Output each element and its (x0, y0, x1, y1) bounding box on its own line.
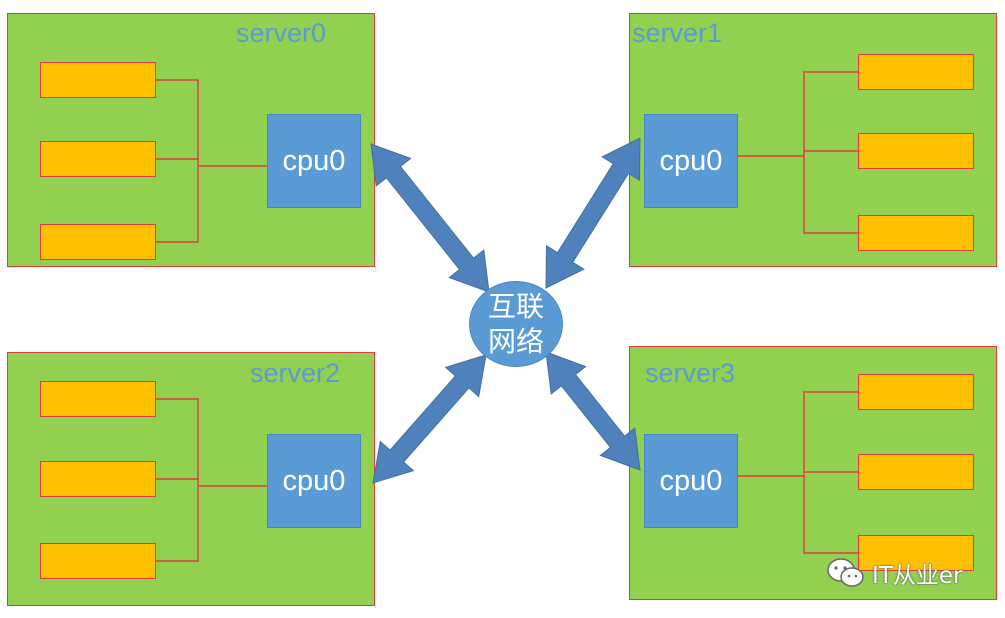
server-label-2: server2 (250, 358, 341, 388)
hub-label-line1: 互联 (487, 290, 544, 323)
slot-server2-2 (40, 461, 156, 497)
slot-server3-1 (858, 374, 974, 410)
slot-server1-1 (858, 54, 974, 90)
watermark: IT从业er (826, 556, 962, 590)
slot-server3-2 (858, 454, 974, 490)
wechat-icon (827, 558, 864, 587)
server-label-0: server0 (236, 18, 327, 48)
slot-server1-2 (858, 133, 974, 169)
wire-server3 (737, 391, 858, 554)
wire-server1 (737, 71, 858, 234)
arrow-server0 (370, 143, 490, 293)
cpu-server3: cpu0 (644, 434, 738, 528)
interconnect-network-node: 互联 网络 (469, 281, 563, 367)
hub-label-line2: 网络 (487, 325, 544, 358)
slot-server3-3 (858, 535, 974, 571)
slot-server2-1 (40, 381, 156, 417)
arrow-server2 (372, 354, 487, 484)
slot-server0-1 (40, 62, 156, 98)
cpu-server0: cpu0 (267, 114, 361, 208)
wire-server2 (156, 398, 267, 562)
server-label-1: server1 (632, 18, 723, 48)
cpu-server1: cpu0 (644, 114, 738, 208)
wire-server0 (156, 79, 267, 243)
watermark-text: IT从业er (872, 563, 963, 589)
arrow-server3 (545, 351, 641, 471)
slot-server0-3 (40, 224, 156, 260)
arrow-server1 (545, 137, 641, 289)
slot-server0-2 (40, 141, 156, 177)
slot-server2-3 (40, 543, 156, 579)
cpu-server2: cpu0 (267, 434, 361, 528)
server-label-3: server3 (645, 358, 736, 388)
slot-server1-3 (858, 215, 974, 251)
